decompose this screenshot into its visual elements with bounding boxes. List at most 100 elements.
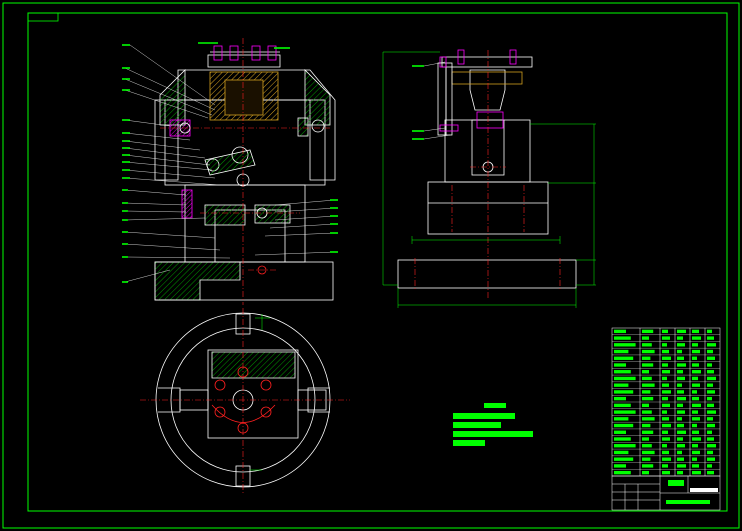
parts-cell-glyph [707, 410, 716, 414]
parts-cell-glyph [662, 410, 667, 414]
parts-cell-glyph [614, 383, 629, 387]
parts-cell-glyph [662, 336, 670, 340]
parts-cell-glyph [614, 410, 636, 414]
side-balloon-labels [412, 65, 424, 140]
parts-cell-glyph [677, 464, 686, 468]
parts-cell-glyph [677, 444, 685, 448]
side-view [397, 49, 577, 289]
title-block [611, 475, 721, 511]
parts-cell-glyph [614, 437, 631, 441]
parts-cell-glyph [614, 423, 634, 428]
parts-cell-glyph [642, 390, 651, 394]
parts-cell-glyph [677, 430, 686, 434]
parts-cell-glyph [614, 444, 636, 448]
parts-cell-glyph [642, 450, 655, 455]
parts-cell-glyph [692, 383, 700, 387]
parts-cell-glyph [707, 417, 713, 421]
parts-cell-glyph [614, 349, 629, 354]
front-section-view [154, 45, 336, 301]
parts-list-text [614, 329, 716, 475]
parts-cell-glyph [614, 450, 629, 455]
parts-cell-glyph [677, 336, 683, 340]
parts-cell-glyph [642, 410, 652, 414]
parts-cell-glyph [662, 457, 671, 461]
parts-cell-glyph [642, 464, 654, 468]
parts-cell-glyph [677, 383, 682, 387]
parts-cell-glyph [642, 383, 655, 387]
parts-cell-glyph [692, 390, 697, 394]
parts-cell-glyph [662, 343, 667, 347]
parts-cell-glyph [642, 363, 654, 367]
parts-cell-glyph [642, 329, 654, 334]
parts-cell-glyph [642, 336, 649, 340]
parts-cell-glyph [692, 349, 700, 354]
parts-cell-glyph [642, 457, 651, 461]
parts-cell-glyph [677, 356, 684, 360]
parts-cell-glyph [614, 363, 626, 367]
parts-cell-glyph [707, 403, 714, 408]
parts-cell-glyph [692, 417, 700, 421]
parts-cell-glyph [692, 470, 701, 475]
parts-cell-glyph [662, 403, 670, 408]
parts-cell-glyph [707, 450, 713, 455]
parts-cell-glyph [707, 336, 714, 340]
parts-cell-glyph [642, 356, 651, 360]
parts-cell-glyph [707, 437, 714, 441]
parts-cell-glyph [707, 349, 713, 354]
parts-cell-glyph [642, 437, 649, 441]
top-centerlines [140, 308, 350, 495]
parts-cell-glyph [707, 444, 716, 448]
parts-cell-glyph [662, 417, 669, 421]
parts-cell-glyph [614, 356, 634, 360]
parts-cell-glyph [642, 444, 652, 448]
parts-cell-glyph [707, 383, 713, 387]
parts-cell-glyph [677, 450, 682, 455]
parts-cell-glyph [642, 430, 654, 434]
parts-cell-glyph [677, 370, 683, 374]
parts-cell-glyph [614, 457, 634, 461]
parts-cell-glyph [692, 370, 701, 374]
parts-cell-glyph [662, 383, 669, 387]
parts-cell-glyph [614, 430, 626, 434]
parts-cell-glyph [692, 444, 698, 448]
parts-cell-glyph [677, 437, 683, 441]
parts-cell-glyph [662, 329, 668, 334]
parts-cell-glyph [677, 343, 685, 347]
parts-cell-glyph [677, 417, 682, 421]
parts-cell-glyph [642, 470, 649, 475]
parts-cell-glyph [707, 363, 712, 367]
parts-cell-glyph [677, 376, 685, 381]
parts-cell-glyph [677, 396, 686, 401]
parts-cell-glyph [707, 370, 714, 374]
parts-cell-glyph [614, 464, 626, 468]
parts-cell-glyph [614, 417, 629, 421]
inner-frame [27, 12, 728, 512]
parts-cell-glyph [692, 343, 698, 347]
corner-label-box [27, 12, 59, 22]
parts-cell-glyph [707, 329, 712, 334]
parts-cell-glyph [677, 423, 684, 428]
parts-cell-glyph [707, 457, 715, 461]
parts-cell-glyph [662, 444, 667, 448]
parts-cell-glyph [692, 410, 698, 414]
parts-cell-glyph [662, 370, 670, 374]
title-block-text [666, 480, 718, 504]
parts-cell-glyph [692, 423, 697, 428]
parts-cell-glyph [662, 423, 671, 428]
parts-cell-glyph [692, 450, 700, 455]
parts-cell-glyph [677, 363, 686, 367]
parts-cell-glyph [642, 349, 655, 354]
parts-cell-glyph [707, 470, 714, 475]
parts-list-rows [612, 334, 720, 470]
technical-notes-block [453, 403, 533, 446]
parts-cell-glyph [707, 376, 716, 381]
parts-cell-glyph [662, 363, 668, 367]
parts-cell-glyph [642, 403, 649, 408]
parts-cell-glyph [662, 464, 668, 468]
parts-cell-glyph [692, 329, 699, 334]
parts-cell-glyph [642, 396, 654, 401]
parts-cell-glyph [662, 430, 668, 434]
parts-cell-glyph [692, 437, 701, 441]
